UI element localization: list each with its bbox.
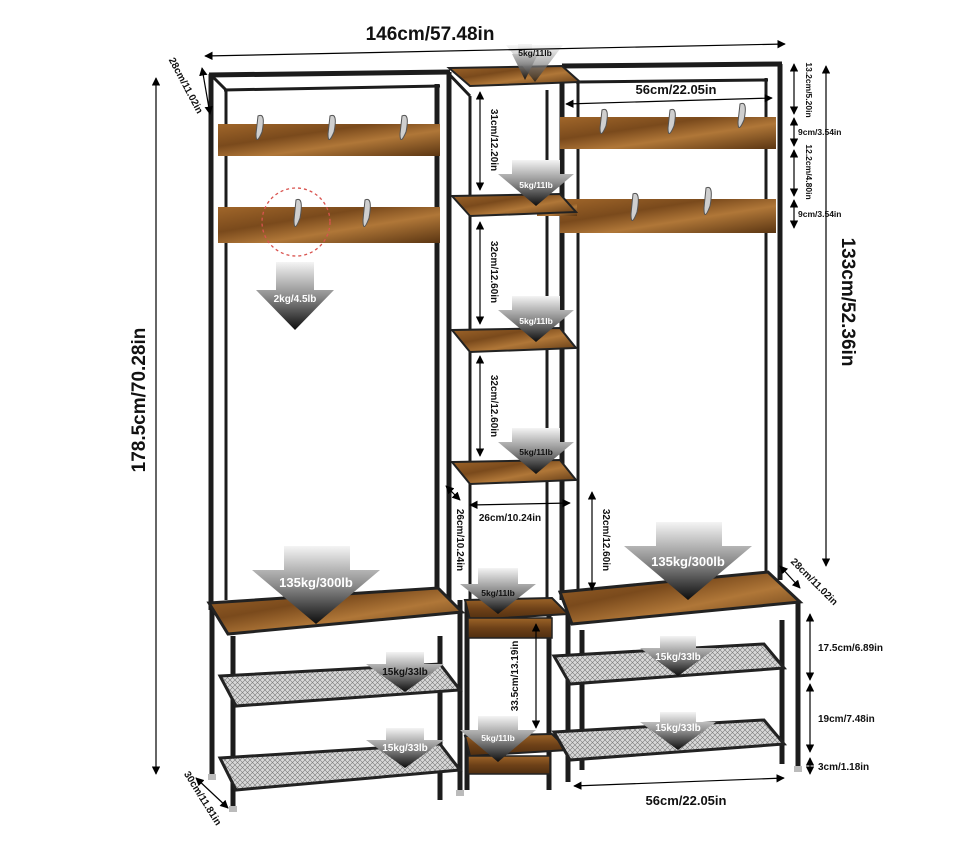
load-arrow-bench-left: 135kg/300lb <box>252 546 380 624</box>
load-shoe-right-upper: 15kg/33lb <box>655 652 701 663</box>
hook-icon <box>667 108 676 134</box>
dim-top-depth: 28cm/11.02in <box>166 56 205 116</box>
load-shelf-3: 5kg/11lb <box>519 316 553 326</box>
hook-icon <box>630 192 639 221</box>
dim-shelf-width: 26cm/10.24in <box>479 513 541 524</box>
load-arrow-shoe-left-upper: 15kg/33lb <box>366 652 444 692</box>
dim-shelf-diag: 26cm/10.24in <box>454 509 465 571</box>
load-arrow-bench-right: 135kg/300lb <box>624 522 752 600</box>
dim-shelf-gap-1: 31cm/12.20in <box>488 109 499 171</box>
load-shelf-bottom: 5kg/11lb <box>481 733 515 743</box>
dim-bottom-width: 56cm/22.05in <box>646 793 727 808</box>
coat-hooks <box>255 102 746 227</box>
load-bench-right: 135kg/300lb <box>651 554 725 569</box>
dim-bar-gap: 12.2cm/4.80in <box>804 144 814 199</box>
load-arrow-shoe-right-lower: 15kg/33lb <box>640 712 716 750</box>
hook-icon <box>327 114 336 140</box>
load-arrow-shelf-5: 5kg/11lb <box>460 568 536 614</box>
benches <box>206 570 804 636</box>
dim-bar-height-2: 9cm/3.54in <box>798 209 841 219</box>
load-arrow-shoe-left-lower: 15kg/33lb <box>366 728 444 768</box>
dimension-lines <box>151 39 831 809</box>
load-shoe-left-lower: 15kg/33lb <box>382 743 428 754</box>
dim-total-width: 146cm/57.48in <box>366 24 495 45</box>
hook-icon <box>362 198 371 227</box>
dim-side-height: 133cm/52.36in <box>837 238 858 367</box>
hook-icon <box>255 114 264 140</box>
load-shelf-4: 5kg/11lb <box>519 447 553 457</box>
hook-icon <box>293 198 302 227</box>
load-arrow-shoe-right-upper: 15kg/33lb <box>640 636 716 676</box>
load-arrows: 5kg/11lb 5kg/11lb 5kg/11lb 5kg/11lb 5kg/… <box>252 44 752 768</box>
load-shelf-2: 5kg/11lb <box>519 180 553 190</box>
load-arrow-shelf-4: 5kg/11lb <box>498 428 574 474</box>
dim-total-height: 178.5cm/70.28in <box>129 328 150 473</box>
load-arrow-shelf-2: 5kg/11lb <box>498 160 574 206</box>
load-shoe-right-lower: 15kg/33lb <box>655 723 701 734</box>
load-hook: 2kg/4.5lb <box>274 294 317 305</box>
dim-bottom-gap: 33.5cm/13.19in <box>510 641 521 712</box>
dim-foot-height: 3cm/1.18in <box>818 762 869 773</box>
dim-bench-height-right: 32cm/12.60in <box>600 509 611 571</box>
dim-shelf-gap-3: 32cm/12.60in <box>488 375 499 437</box>
load-shoe-left-upper: 15kg/33lb <box>382 667 428 678</box>
dim-bottom-depth: 30cm/11.81in <box>181 770 223 828</box>
dim-shelf-gap-2: 32cm/12.60in <box>488 241 499 303</box>
dim-bar-height-1: 9cm/3.54in <box>798 127 841 137</box>
hook-icon <box>703 186 712 215</box>
load-arrow-hook: 2kg/4.5lb <box>256 262 334 330</box>
dim-shoe-gap-1: 17.5cm/6.89in <box>818 643 883 654</box>
dim-right-rack-width: 56cm/22.05in <box>636 82 717 97</box>
load-arrow-shelf-3: 5kg/11lb <box>498 296 574 342</box>
load-shelf-5: 5kg/11lb <box>481 588 515 598</box>
hook-icon <box>399 114 408 140</box>
hook-icon <box>599 108 608 134</box>
load-arrow-shelf-bottom: 5kg/11lb <box>460 716 536 762</box>
load-bench-left: 135kg/300lb <box>279 575 353 590</box>
dim-shoe-gap-2: 19cm/7.48in <box>818 714 875 725</box>
dim-gap-top: 13.2cm/5.20in <box>804 62 814 117</box>
hook-highlight-circle <box>261 187 331 257</box>
